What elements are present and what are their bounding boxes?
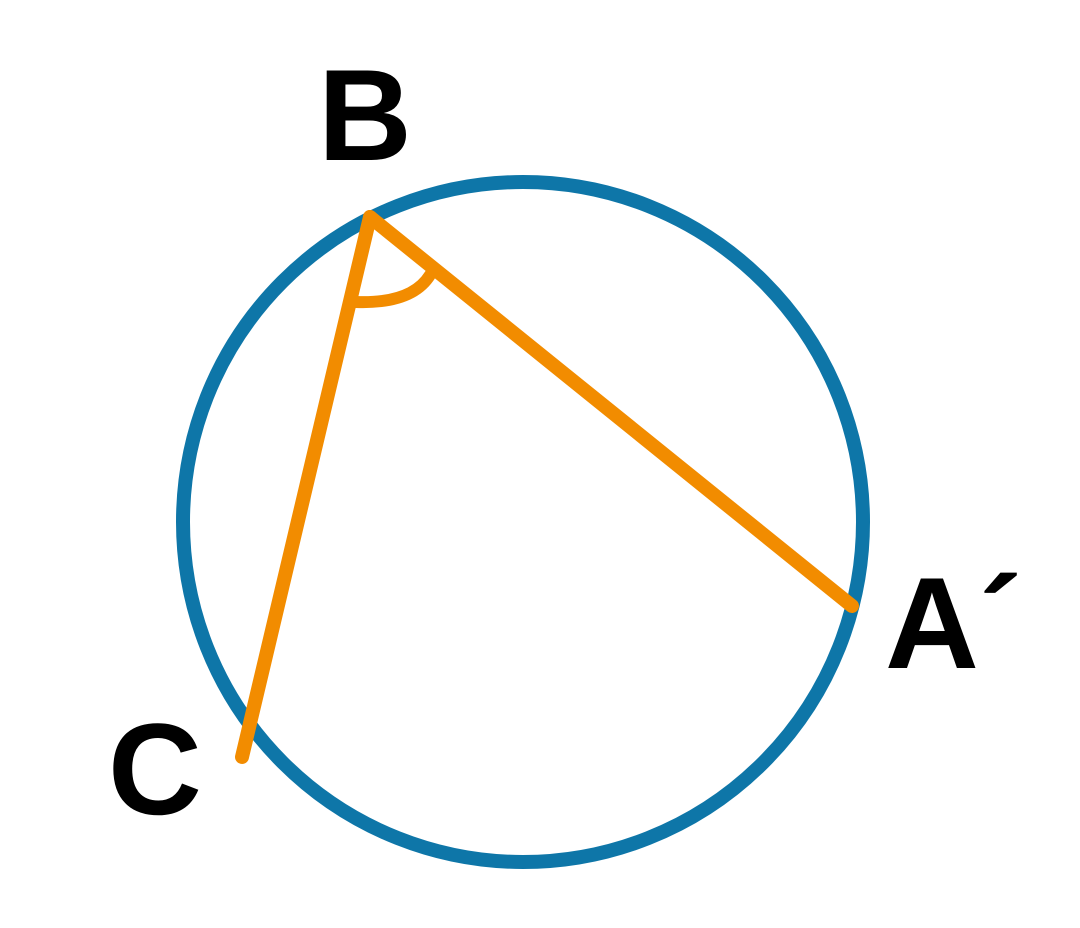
circle [176,175,870,869]
angle-arc-at-b [350,269,436,309]
point-label-c: C [108,696,202,842]
segment-b-a-prime [363,210,859,613]
point-label-b: B [318,42,412,188]
segment-b-c [235,210,377,764]
point-label-a-prime: A´ [885,550,1022,696]
